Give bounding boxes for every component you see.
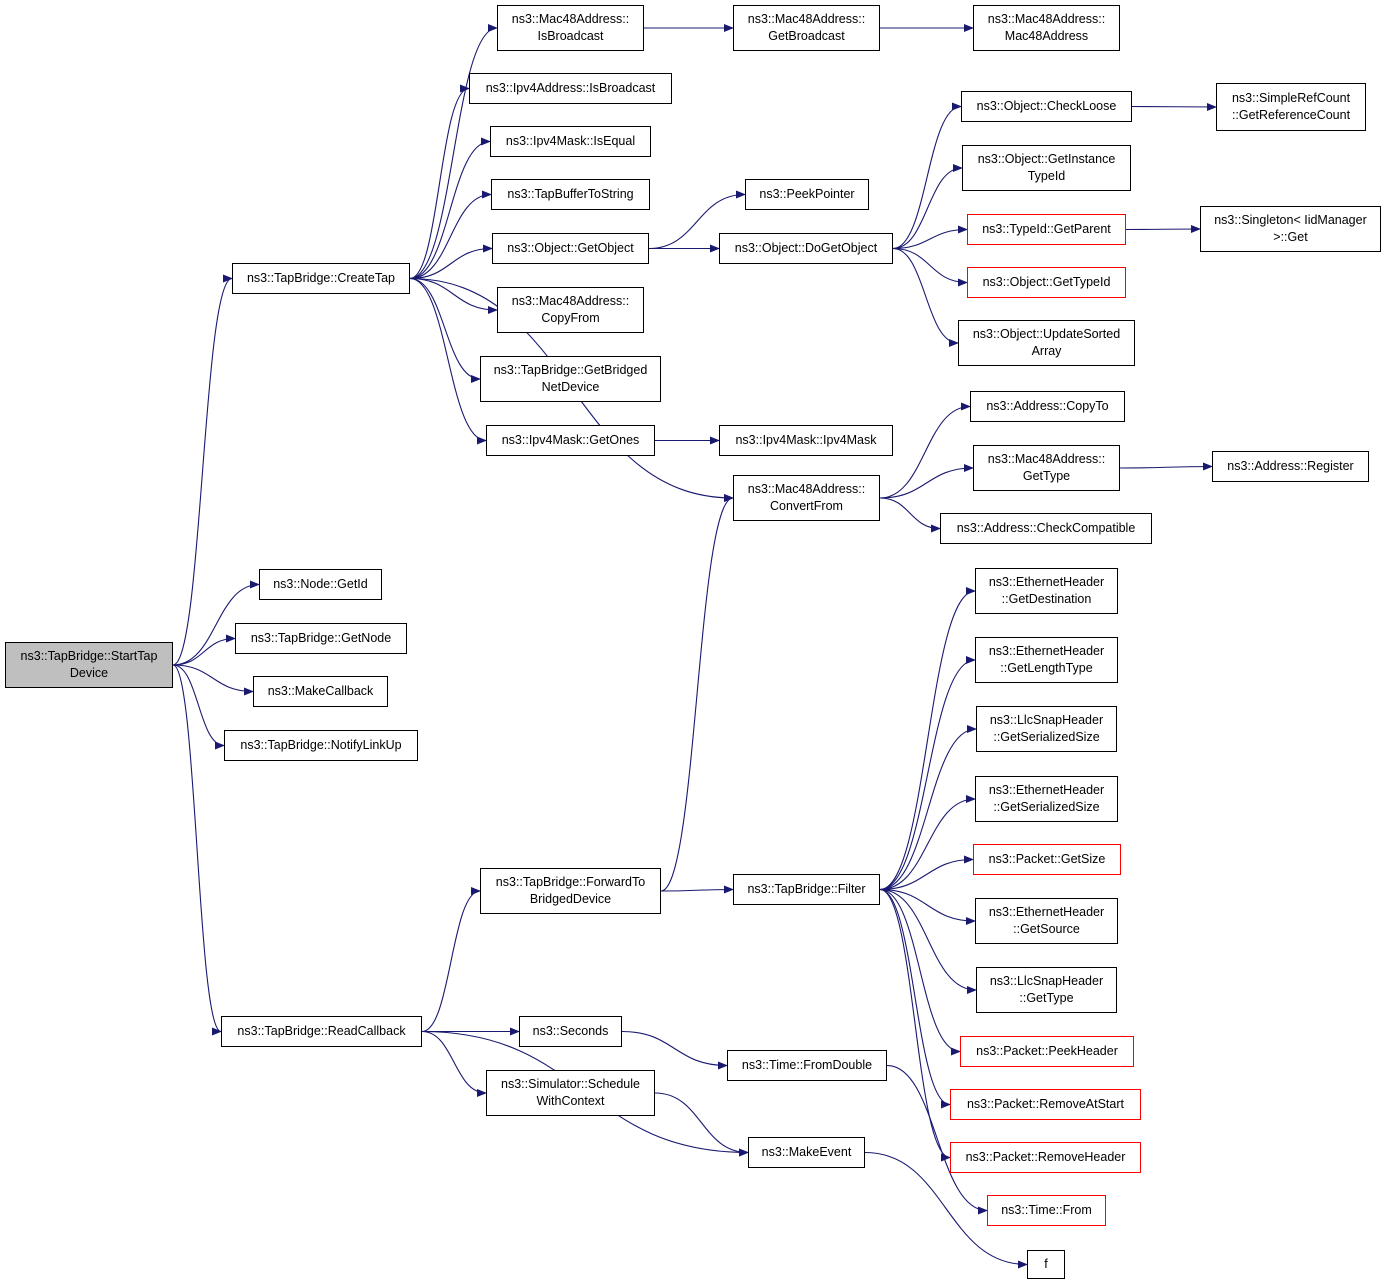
node-getones[interactable]: ns3::Ipv4Mask::GetOnes (486, 425, 655, 456)
edge-createtap-to-mac_copyfrom (409, 277, 498, 314)
node-getbridged[interactable]: ns3::TapBridge::GetBridged NetDevice (480, 356, 661, 402)
node-pkt-removeatstart[interactable]: ns3::Packet::RemoveAtStart (950, 1089, 1141, 1120)
node-peekpointer[interactable]: ns3::PeekPointer (745, 179, 869, 210)
node-mask-isequal[interactable]: ns3::Ipv4Mask::IsEqual (490, 126, 651, 157)
node-getobject[interactable]: ns3::Object::GetObject (492, 233, 649, 264)
node-readcallback[interactable]: ns3::TapBridge::ReadCallback (221, 1016, 422, 1047)
node-time-from[interactable]: ns3::Time::From (987, 1195, 1106, 1226)
node-mac-convertfrom[interactable]: ns3::Mac48Address:: ConvertFrom (733, 475, 880, 521)
node-llc-getser[interactable]: ns3::LlcSnapHeader ::GetSerializedSize (976, 706, 1117, 752)
node-tapbuffer[interactable]: ns3::TapBufferToString (491, 179, 650, 210)
node-simplerefcount[interactable]: ns3::SimpleRefCount ::GetReferenceCount (1216, 83, 1366, 131)
edge-readcallback-to-forwardto (421, 887, 481, 1033)
edge-createtap-to-getobject (409, 244, 493, 280)
node-dogetobject[interactable]: ns3::Object::DoGetObject (719, 233, 893, 264)
edge-checkloose-to-simplerefcount (1131, 102, 1217, 111)
node-mac-ctor[interactable]: ns3::Mac48Address:: Mac48Address (973, 5, 1120, 51)
edge-dogetobject-to-updatesorted (892, 247, 959, 347)
node-eth-getsource[interactable]: ns3::EthernetHeader ::GetSource (975, 898, 1118, 944)
node-addr-register[interactable]: ns3::Address::Register (1212, 451, 1369, 482)
edge-filter-to-llc_getser (879, 725, 977, 891)
edge-createtap-to-getbridged (409, 277, 481, 383)
edge-mac_gettype-to-addr_register (1119, 462, 1213, 471)
edge-createtap-to-mask_isequal (409, 137, 491, 280)
node-mac-isbroadcast[interactable]: ns3::Mac48Address:: IsBroadcast (497, 5, 644, 51)
node-f[interactable]: f (1027, 1250, 1065, 1279)
edge-mac_convertfrom-to-addr_copyto (879, 402, 971, 499)
edge-start-to-notifylinkup (172, 664, 225, 750)
edge-filter-to-eth_getser (879, 795, 976, 891)
node-mac-copyfrom[interactable]: ns3::Mac48Address:: CopyFrom (497, 287, 644, 333)
node-eth-getlentype[interactable]: ns3::EthernetHeader ::GetLengthType (975, 637, 1118, 683)
edge-seconds-to-fromdouble (621, 1030, 728, 1070)
node-makeevent[interactable]: ns3::MakeEvent (748, 1137, 865, 1168)
edge-dogetobject-to-getinstancetypeid (892, 164, 963, 250)
edge-filter-to-eth_getdest (879, 587, 976, 891)
node-checkloose[interactable]: ns3::Object::CheckLoose (961, 91, 1132, 122)
node-getnode[interactable]: ns3::TapBridge::GetNode (235, 623, 407, 654)
node-seconds[interactable]: ns3::Seconds (519, 1016, 622, 1047)
edge-createtap-to-getones (409, 277, 487, 445)
node-filter[interactable]: ns3::TapBridge::Filter (733, 874, 880, 905)
node-fromdouble[interactable]: ns3::Time::FromDouble (727, 1050, 887, 1081)
edge-start-to-readcallback (172, 664, 222, 1036)
node-mac-getbroadcast[interactable]: ns3::Mac48Address:: GetBroadcast (733, 5, 880, 51)
edge-createtap-to-tapbuffer (409, 190, 492, 280)
node-llc-gettype[interactable]: ns3::LlcSnapHeader ::GetType (976, 967, 1117, 1013)
node-typeid-getparent[interactable]: ns3::TypeId::GetParent (967, 214, 1126, 245)
edge-filter-to-eth_getlentype (879, 656, 976, 891)
edge-filter-to-llc_gettype (879, 888, 977, 994)
edge-dogetobject-to-object_gettypeid (892, 247, 968, 287)
edge-schedulectx-to-makeevent (654, 1092, 749, 1157)
edge-filter-to-eth_getsource (879, 888, 976, 925)
edge-mac_convertfrom-to-addr_checkcompat (879, 497, 941, 533)
node-start[interactable]: ns3::TapBridge::StartTap Device (5, 642, 173, 688)
node-addr-checkcompat[interactable]: ns3::Address::CheckCompatible (940, 513, 1152, 544)
node-pkt-getsize[interactable]: ns3::Packet::GetSize (973, 844, 1121, 875)
node-forwardto[interactable]: ns3::TapBridge::ForwardTo BridgedDevice (480, 868, 661, 914)
node-makecallback[interactable]: ns3::MakeCallback (253, 676, 388, 707)
edge-filter-to-pkt_peekheader (879, 888, 961, 1056)
node-nodegetid[interactable]: ns3::Node::GetId (259, 569, 382, 600)
edge-fromdouble-to-time_from (886, 1064, 988, 1215)
edge-filter-to-pkt_getsize (879, 855, 974, 891)
node-object-gettypeid[interactable]: ns3::Object::GetTypeId (967, 267, 1126, 298)
node-updatesorted[interactable]: ns3::Object::UpdateSorted Array (958, 320, 1135, 366)
node-notifylinkup[interactable]: ns3::TapBridge::NotifyLinkUp (224, 730, 418, 761)
edge-typeid_getparent-to-singleton_get (1125, 225, 1201, 234)
edge-forwardto-to-mac_convertfrom (660, 494, 734, 892)
edge-forwardto-to-filter (660, 885, 734, 894)
edge-start-to-makecallback (172, 664, 254, 696)
node-singleton-get[interactable]: ns3::Singleton< IidManager >::Get (1200, 206, 1381, 252)
edge-mac_convertfrom-to-mac_gettype (879, 464, 974, 499)
edge-dogetobject-to-typeid_getparent (892, 225, 968, 250)
node-ipv4mask[interactable]: ns3::Ipv4Mask::Ipv4Mask (719, 425, 893, 456)
edge-start-to-createtap (172, 274, 233, 666)
node-addr-copyto[interactable]: ns3::Address::CopyTo (970, 391, 1125, 422)
edge-readcallback-to-schedulectx (421, 1030, 487, 1097)
edge-start-to-getnode (172, 634, 236, 666)
node-pkt-peekheader[interactable]: ns3::Packet::PeekHeader (960, 1036, 1134, 1067)
node-ipv4-isbroadcast[interactable]: ns3::Ipv4Address::IsBroadcast (469, 73, 672, 104)
node-eth-getdest[interactable]: ns3::EthernetHeader ::GetDestination (975, 568, 1118, 614)
node-createtap[interactable]: ns3::TapBridge::CreateTap (232, 263, 410, 294)
edge-filter-to-pkt_removeheader (879, 888, 951, 1162)
edge-dogetobject-to-checkloose (892, 102, 962, 250)
node-schedulectx[interactable]: ns3::Simulator::Schedule WithContext (486, 1070, 655, 1116)
node-pkt-removeheader[interactable]: ns3::Packet::RemoveHeader (950, 1142, 1141, 1173)
edge-start-to-nodegetid (172, 580, 260, 666)
edge-getobject-to-peekpointer (648, 190, 746, 250)
node-getinstancetypeid[interactable]: ns3::Object::GetInstance TypeId (962, 145, 1131, 191)
edge-createtap-to-ipv4_isbroadcast (409, 84, 470, 280)
edge-createtap-to-mac_isbroadcast (409, 24, 498, 280)
edge-makeevent-to-f (864, 1151, 1028, 1269)
edge-filter-to-pkt_removeatstart (879, 888, 951, 1109)
node-mac-gettype[interactable]: ns3::Mac48Address:: GetType (973, 445, 1120, 491)
node-eth-getser[interactable]: ns3::EthernetHeader ::GetSerializedSize (975, 776, 1118, 822)
